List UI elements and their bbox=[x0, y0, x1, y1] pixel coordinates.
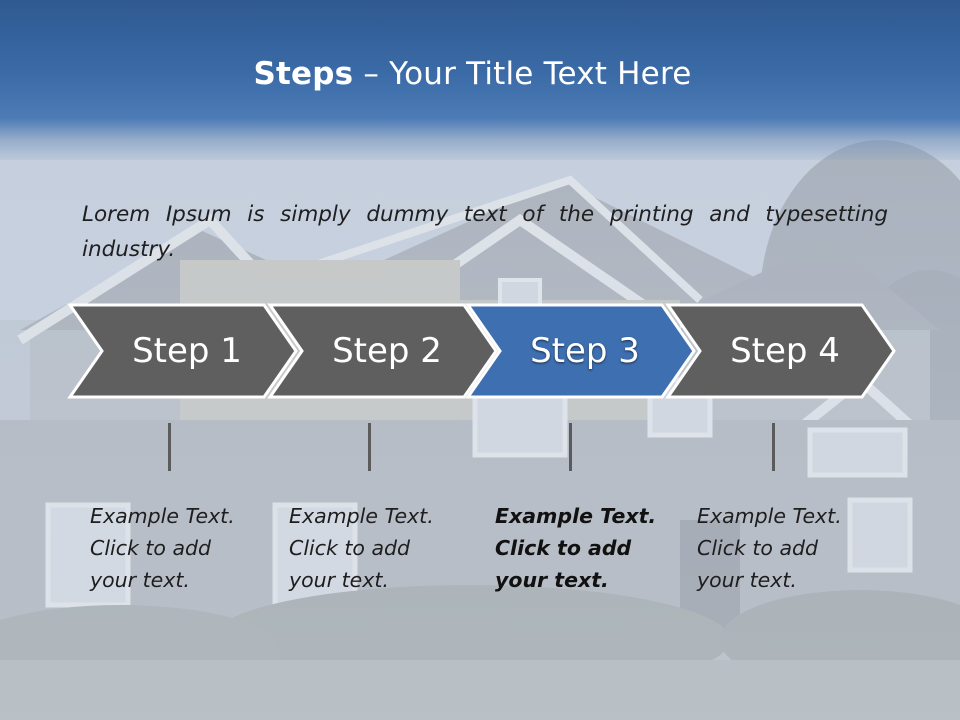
chevron-shape bbox=[67, 303, 298, 399]
step-connector-line bbox=[772, 423, 775, 471]
step-description-line: Click to add bbox=[90, 536, 212, 560]
step-chevron-3[interactable]: Step 3 bbox=[465, 303, 696, 399]
step-description-line: Example Text. bbox=[697, 504, 842, 528]
step-label: Step 1 bbox=[132, 331, 242, 371]
step-description-line: your text. bbox=[289, 568, 389, 592]
step-description-4[interactable]: Example Text. Click to add your text. bbox=[697, 500, 867, 596]
step-label: Step 3 bbox=[530, 331, 640, 371]
slide-title: Steps – Your Title Text Here bbox=[0, 56, 945, 92]
title-rest: – Your Title Text Here bbox=[353, 56, 692, 92]
step-connector-line bbox=[368, 423, 371, 471]
step-description-2[interactable]: Example Text. Click to add your text. bbox=[289, 500, 459, 596]
step-connector-line bbox=[569, 423, 572, 471]
chevron-polygon bbox=[67, 303, 298, 399]
step-description-line: your text. bbox=[495, 568, 609, 592]
step-description-line: your text. bbox=[90, 568, 190, 592]
step-label: Step 2 bbox=[332, 331, 442, 371]
intro-text: Lorem Ipsum is simply dummy text of the … bbox=[82, 202, 888, 262]
step-description-line: Example Text. bbox=[90, 504, 235, 528]
chevron-shape bbox=[267, 303, 498, 399]
step-description-line: Click to add bbox=[289, 536, 411, 560]
step-chevron-4[interactable]: Step 4 bbox=[665, 303, 896, 399]
chevron-polygon bbox=[465, 303, 696, 399]
title-band bbox=[0, 0, 960, 160]
step-description-3[interactable]: Example Text. Click to add your text. bbox=[495, 500, 665, 596]
chevron-shape bbox=[665, 303, 896, 399]
chevron-polygon bbox=[267, 303, 498, 399]
step-chevron-1[interactable]: Step 1 bbox=[67, 303, 298, 399]
step-description-line: Click to add bbox=[697, 536, 819, 560]
step-chevron-2[interactable]: Step 2 bbox=[267, 303, 498, 399]
title-bold: Steps bbox=[253, 56, 354, 92]
step-description-line: Click to add bbox=[495, 536, 632, 560]
step-label: Step 4 bbox=[730, 331, 840, 371]
step-description-line: Example Text. bbox=[289, 504, 434, 528]
step-description-1[interactable]: Example Text. Click to add your text. bbox=[90, 500, 260, 596]
step-description-line: your text. bbox=[697, 568, 797, 592]
step-connector-line bbox=[168, 423, 171, 471]
chevron-polygon bbox=[665, 303, 896, 399]
step-description-line: Example Text. bbox=[495, 504, 657, 528]
chevron-shape bbox=[465, 303, 696, 399]
